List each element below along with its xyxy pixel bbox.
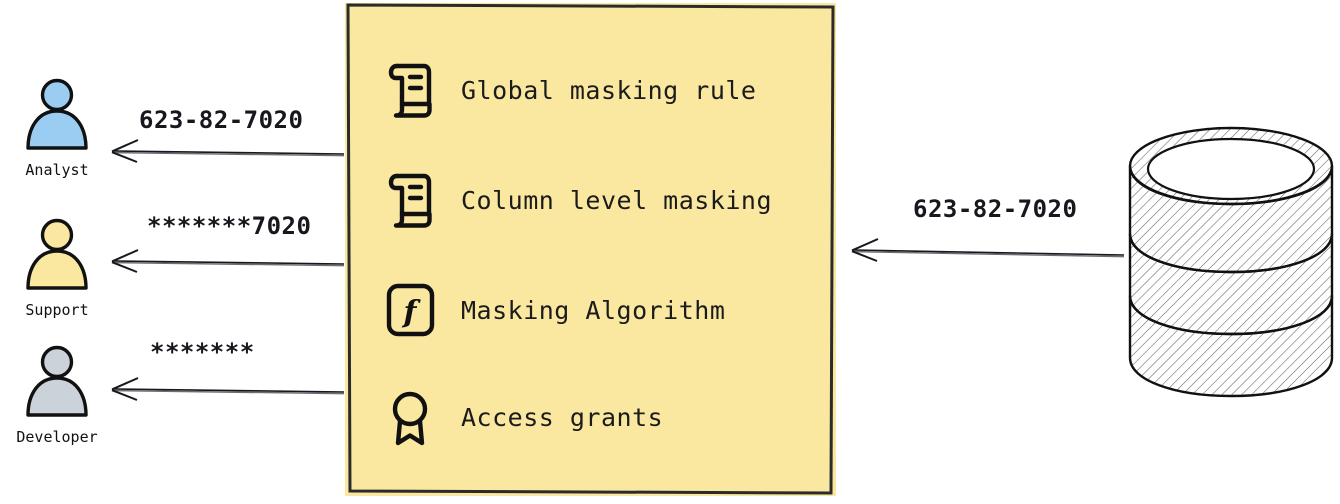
policy-item-masking-algorithm[interactable]: f Masking Algorithm — [383, 281, 813, 339]
flow-label: 623-82-7020 — [913, 195, 1078, 223]
svg-text:f: f — [402, 295, 422, 330]
person-icon — [26, 345, 88, 417]
award-ribbon-icon — [392, 391, 428, 446]
policy-list: Global masking rule Column level masking — [345, 3, 836, 496]
flow-developer: ******* — [105, 338, 345, 401]
policy-item-column-level-masking[interactable]: Column level masking — [383, 171, 813, 229]
flow-label: *******7020 — [147, 212, 312, 240]
arrow-left-icon — [111, 377, 345, 401]
policy-panel[interactable]: Global masking rule Column level masking — [345, 3, 836, 496]
flow-analyst: 623-82-7020 — [105, 106, 345, 163]
arrow-left-icon — [111, 249, 345, 273]
flow-label: 623-82-7020 — [139, 106, 304, 134]
policy-item-label: Column level masking — [461, 185, 773, 215]
policy-item-global-masking-rule[interactable]: Global masking rule — [383, 61, 813, 119]
flow-support: *******7020 — [105, 212, 345, 273]
policy-item-label: Masking Algorithm — [461, 295, 726, 325]
person-icon — [26, 78, 88, 150]
function-icon: f — [386, 283, 435, 337]
person-icon — [26, 218, 88, 290]
actor-support[interactable]: Support — [2, 218, 112, 319]
arrow-left-icon — [851, 238, 1125, 262]
actor-label: Analyst — [25, 161, 89, 179]
policy-item-access-grants[interactable]: Access grants — [383, 388, 813, 446]
flow-database: 623-82-7020 — [845, 195, 1125, 275]
scroll-icon — [388, 173, 432, 228]
actor-analyst[interactable]: Analyst — [2, 78, 112, 179]
flow-label: ******* — [150, 338, 255, 366]
actor-developer[interactable]: Developer — [2, 345, 112, 446]
actor-label: Support — [25, 301, 89, 319]
actor-label: Developer — [16, 428, 98, 446]
scroll-icon — [388, 63, 432, 118]
policy-item-label: Global masking rule — [461, 75, 757, 105]
database-cylinder-icon[interactable] — [1122, 118, 1340, 408]
arrow-left-icon — [111, 139, 345, 163]
policy-item-label: Access grants — [461, 402, 664, 432]
